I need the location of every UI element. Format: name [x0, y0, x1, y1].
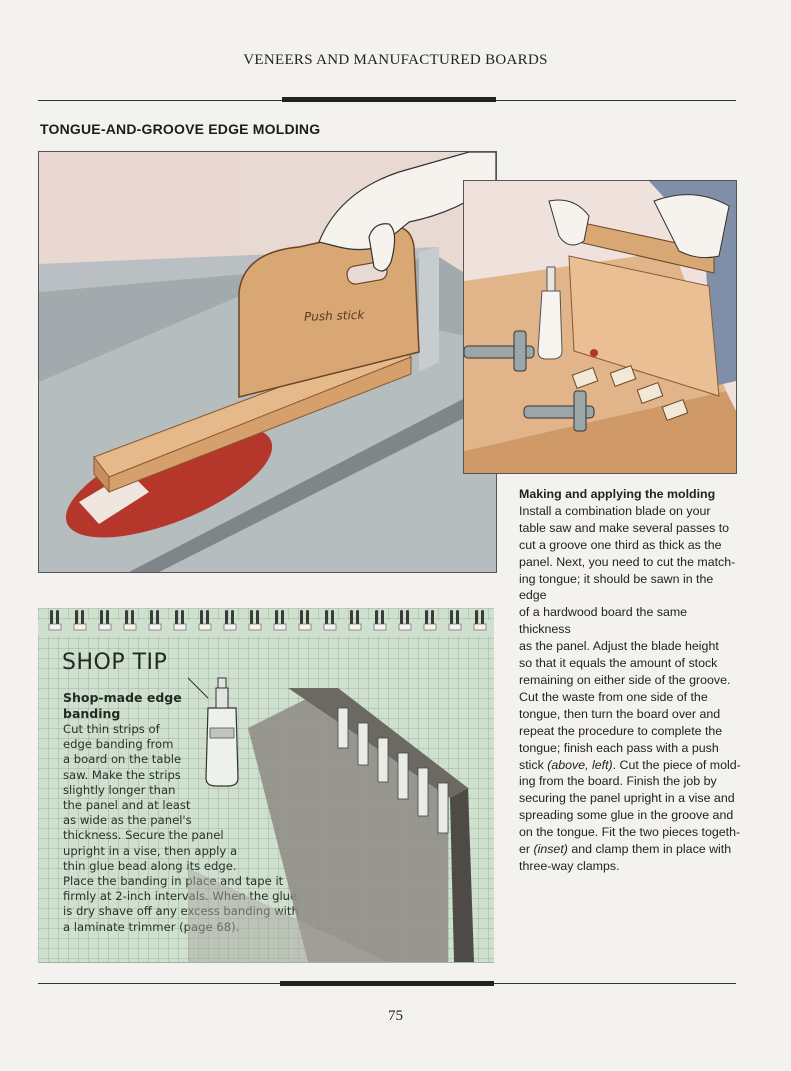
edge-banding-illustration — [188, 677, 474, 962]
spiral-coil — [173, 610, 187, 631]
caption-line: spreading some glue in the groove and — [519, 808, 734, 823]
spiral-coil — [248, 610, 262, 631]
caption-line: three-way clamps. — [519, 858, 620, 873]
spiral-coil — [323, 610, 337, 631]
shop-tip-line: Place the banding in place and tape it — [63, 874, 284, 889]
section-title: TONGUE-AND-GROOVE EDGE MOLDING — [40, 121, 321, 137]
caption-line: tongue; finish each pass with a push — [519, 740, 719, 755]
caption-line: table saw and make several passes to — [519, 520, 730, 535]
shop-tip-subheading: Shop-made edge banding — [63, 690, 182, 721]
spiral-coil — [298, 610, 312, 631]
caption-line: Install a combination blade on your — [519, 503, 711, 518]
running-head: VENEERS AND MANUFACTURED BOARDS — [243, 52, 548, 68]
caption-line: Cut the waste from one side of the — [519, 689, 708, 704]
caption-line: so that it equals the amount of stock — [519, 656, 718, 671]
caption-line: er (inset) and clamp them in place with — [519, 842, 732, 857]
shop-tip-line: the panel and at least — [63, 798, 191, 813]
caption-line: repeat the procedure to complete the — [519, 723, 723, 738]
spiral-coil — [73, 610, 87, 631]
caption-line: ing from the board. Finish the job by — [519, 774, 717, 789]
caption-line: cut a groove one third as thick as the — [519, 537, 722, 552]
shop-tip-line: upright in a vise, then apply a — [63, 843, 238, 858]
shop-tip-line: as wide as the panel's — [63, 813, 192, 828]
spiral-coil — [98, 610, 112, 631]
header-rule-accent — [282, 97, 496, 102]
shop-tip-line: slightly longer than — [63, 782, 176, 797]
spiral-coil — [223, 610, 237, 631]
table-saw-drawing: Push stick — [39, 152, 496, 572]
clamping-inset-illustration — [463, 180, 737, 474]
shop-tip-line: edge banding from — [63, 737, 174, 752]
caption-line: stick (above, left). Cut the piece of mo… — [519, 757, 741, 772]
spiral-coil — [48, 610, 62, 631]
caption-line: as the panel. Adjust the blade height — [519, 639, 719, 654]
spiral-coil — [373, 610, 387, 631]
caption: Making and applying the molding Install … — [519, 486, 741, 875]
spiral-coil — [473, 610, 487, 631]
caption-title: Making and applying the molding — [519, 487, 716, 501]
spiral-coil — [273, 610, 287, 631]
table-saw-illustration: Push stick — [38, 151, 497, 573]
spiral-coil — [148, 610, 162, 631]
caption-line: ing tongue; it should be sawn in the edg… — [519, 571, 714, 603]
shop-tip-line: thickness. Secure the panel — [63, 828, 224, 843]
spiral-coil — [198, 610, 212, 631]
spiral-coil — [423, 610, 437, 631]
caption-body: Install a combination blade on your table… — [519, 503, 741, 875]
shop-tip-line: Cut thin strips of — [63, 722, 160, 736]
shop-tip-line: saw. Make the strips — [63, 767, 181, 782]
caption-line: on the tongue. Fit the two pieces togeth… — [519, 825, 741, 840]
caption-line: remaining on either side of the groove. — [519, 672, 731, 687]
push-stick-label: Push stick — [304, 308, 366, 324]
caption-line: of a hardwood board the same thickness — [519, 605, 688, 637]
spiral-coil — [348, 610, 362, 631]
shop-tip-heading: SHOP TIP — [62, 650, 168, 675]
shop-tip-line: thin glue bead along its edge. — [63, 858, 237, 873]
spiral-coil — [398, 610, 412, 631]
shop-tip-line: a board on the table — [63, 752, 182, 767]
caption-line: securing the panel upright in a vise and — [519, 791, 735, 806]
spiral-coil — [123, 610, 137, 631]
caption-line: tongue, then turn the board over and — [519, 706, 721, 721]
spiral-coil — [448, 610, 462, 631]
clamping-drawing — [464, 181, 736, 473]
caption-line: panel. Next, you need to cut the match- — [519, 554, 736, 569]
footer-rule-accent — [280, 981, 494, 986]
page-number: 75 — [388, 1008, 403, 1024]
shop-tip-box: SHOP TIP Shop-made edge banding Cut thin… — [38, 608, 494, 963]
spiral-binding — [38, 610, 494, 636]
